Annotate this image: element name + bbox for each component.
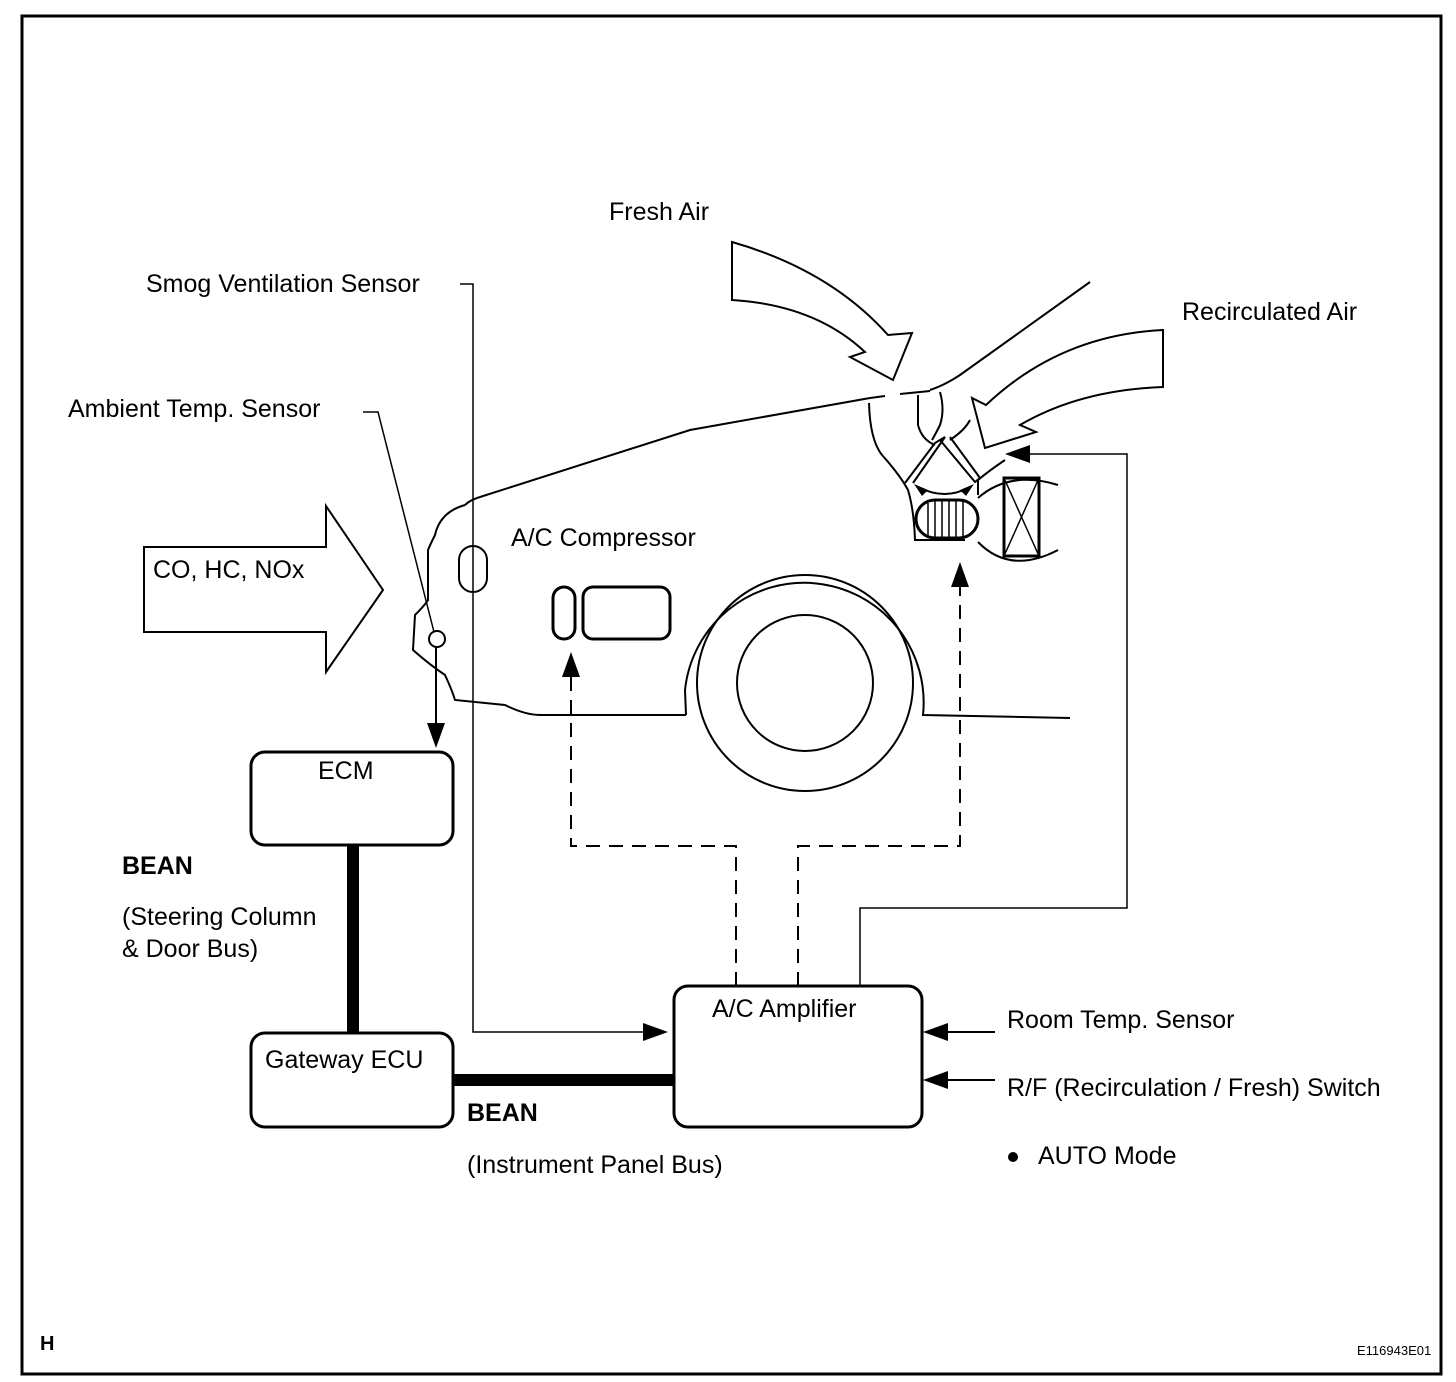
- hvac-intake-module: [868, 391, 1059, 562]
- corner-mark: H: [40, 1333, 54, 1355]
- gateway-ecu-label: Gateway ECU: [265, 1046, 423, 1074]
- control-line-blower: [797, 585, 961, 986]
- bean-bottom-desc: (Instrument Panel Bus): [467, 1151, 723, 1179]
- auto-mode-label: AUTO Mode: [1038, 1142, 1176, 1170]
- auto-mode-bullet: [1008, 1152, 1018, 1162]
- ecm-label: ECM: [318, 757, 374, 785]
- fresh-air-label: Fresh Air: [609, 198, 709, 226]
- control-line-compressor: [570, 675, 737, 986]
- bean-bottom-label: BEAN: [467, 1099, 538, 1127]
- bean-left-label: BEAN: [122, 852, 193, 880]
- recirculated-air-label: Recirculated Air: [1182, 298, 1357, 326]
- fresh-air-arrow: [731, 240, 914, 382]
- bean-left-desc-1: (Steering Column: [122, 903, 317, 931]
- bean-left-desc-2: & Door Bus): [122, 935, 258, 963]
- rf-switch-label: R/F (Recirculation / Fresh) Switch: [1007, 1074, 1381, 1102]
- smog-sensor-label: Smog Ventilation Sensor: [146, 270, 420, 298]
- vehicle-outline: [411, 281, 1091, 792]
- compressor-body: [581, 585, 672, 641]
- wheel-tire: [696, 574, 914, 792]
- frame-border: [20, 14, 1443, 1376]
- ambient-temp-sensor: [428, 630, 446, 648]
- evaporator: [1002, 476, 1041, 558]
- recirculated-air-arrow: [970, 328, 1164, 450]
- room-temp-sensor-label: Room Temp. Sensor: [1007, 1006, 1234, 1034]
- figure-id: E116943E01: [1357, 1343, 1431, 1358]
- ambient-sensor-label: Ambient Temp. Sensor: [68, 395, 320, 423]
- control-line-damper: [859, 453, 1128, 986]
- smog-ventilation-sensor: [458, 545, 488, 593]
- blower-fan: [914, 498, 980, 540]
- compressor-label: A/C Compressor: [511, 524, 696, 552]
- pollutant-arrow: [143, 502, 385, 676]
- ac-amplifier-label: A/C Amplifier: [712, 995, 856, 1023]
- wheel-rim: [736, 614, 874, 752]
- pollutants-label: CO, HC, NOx: [153, 556, 305, 584]
- compressor-clutch: [551, 585, 577, 641]
